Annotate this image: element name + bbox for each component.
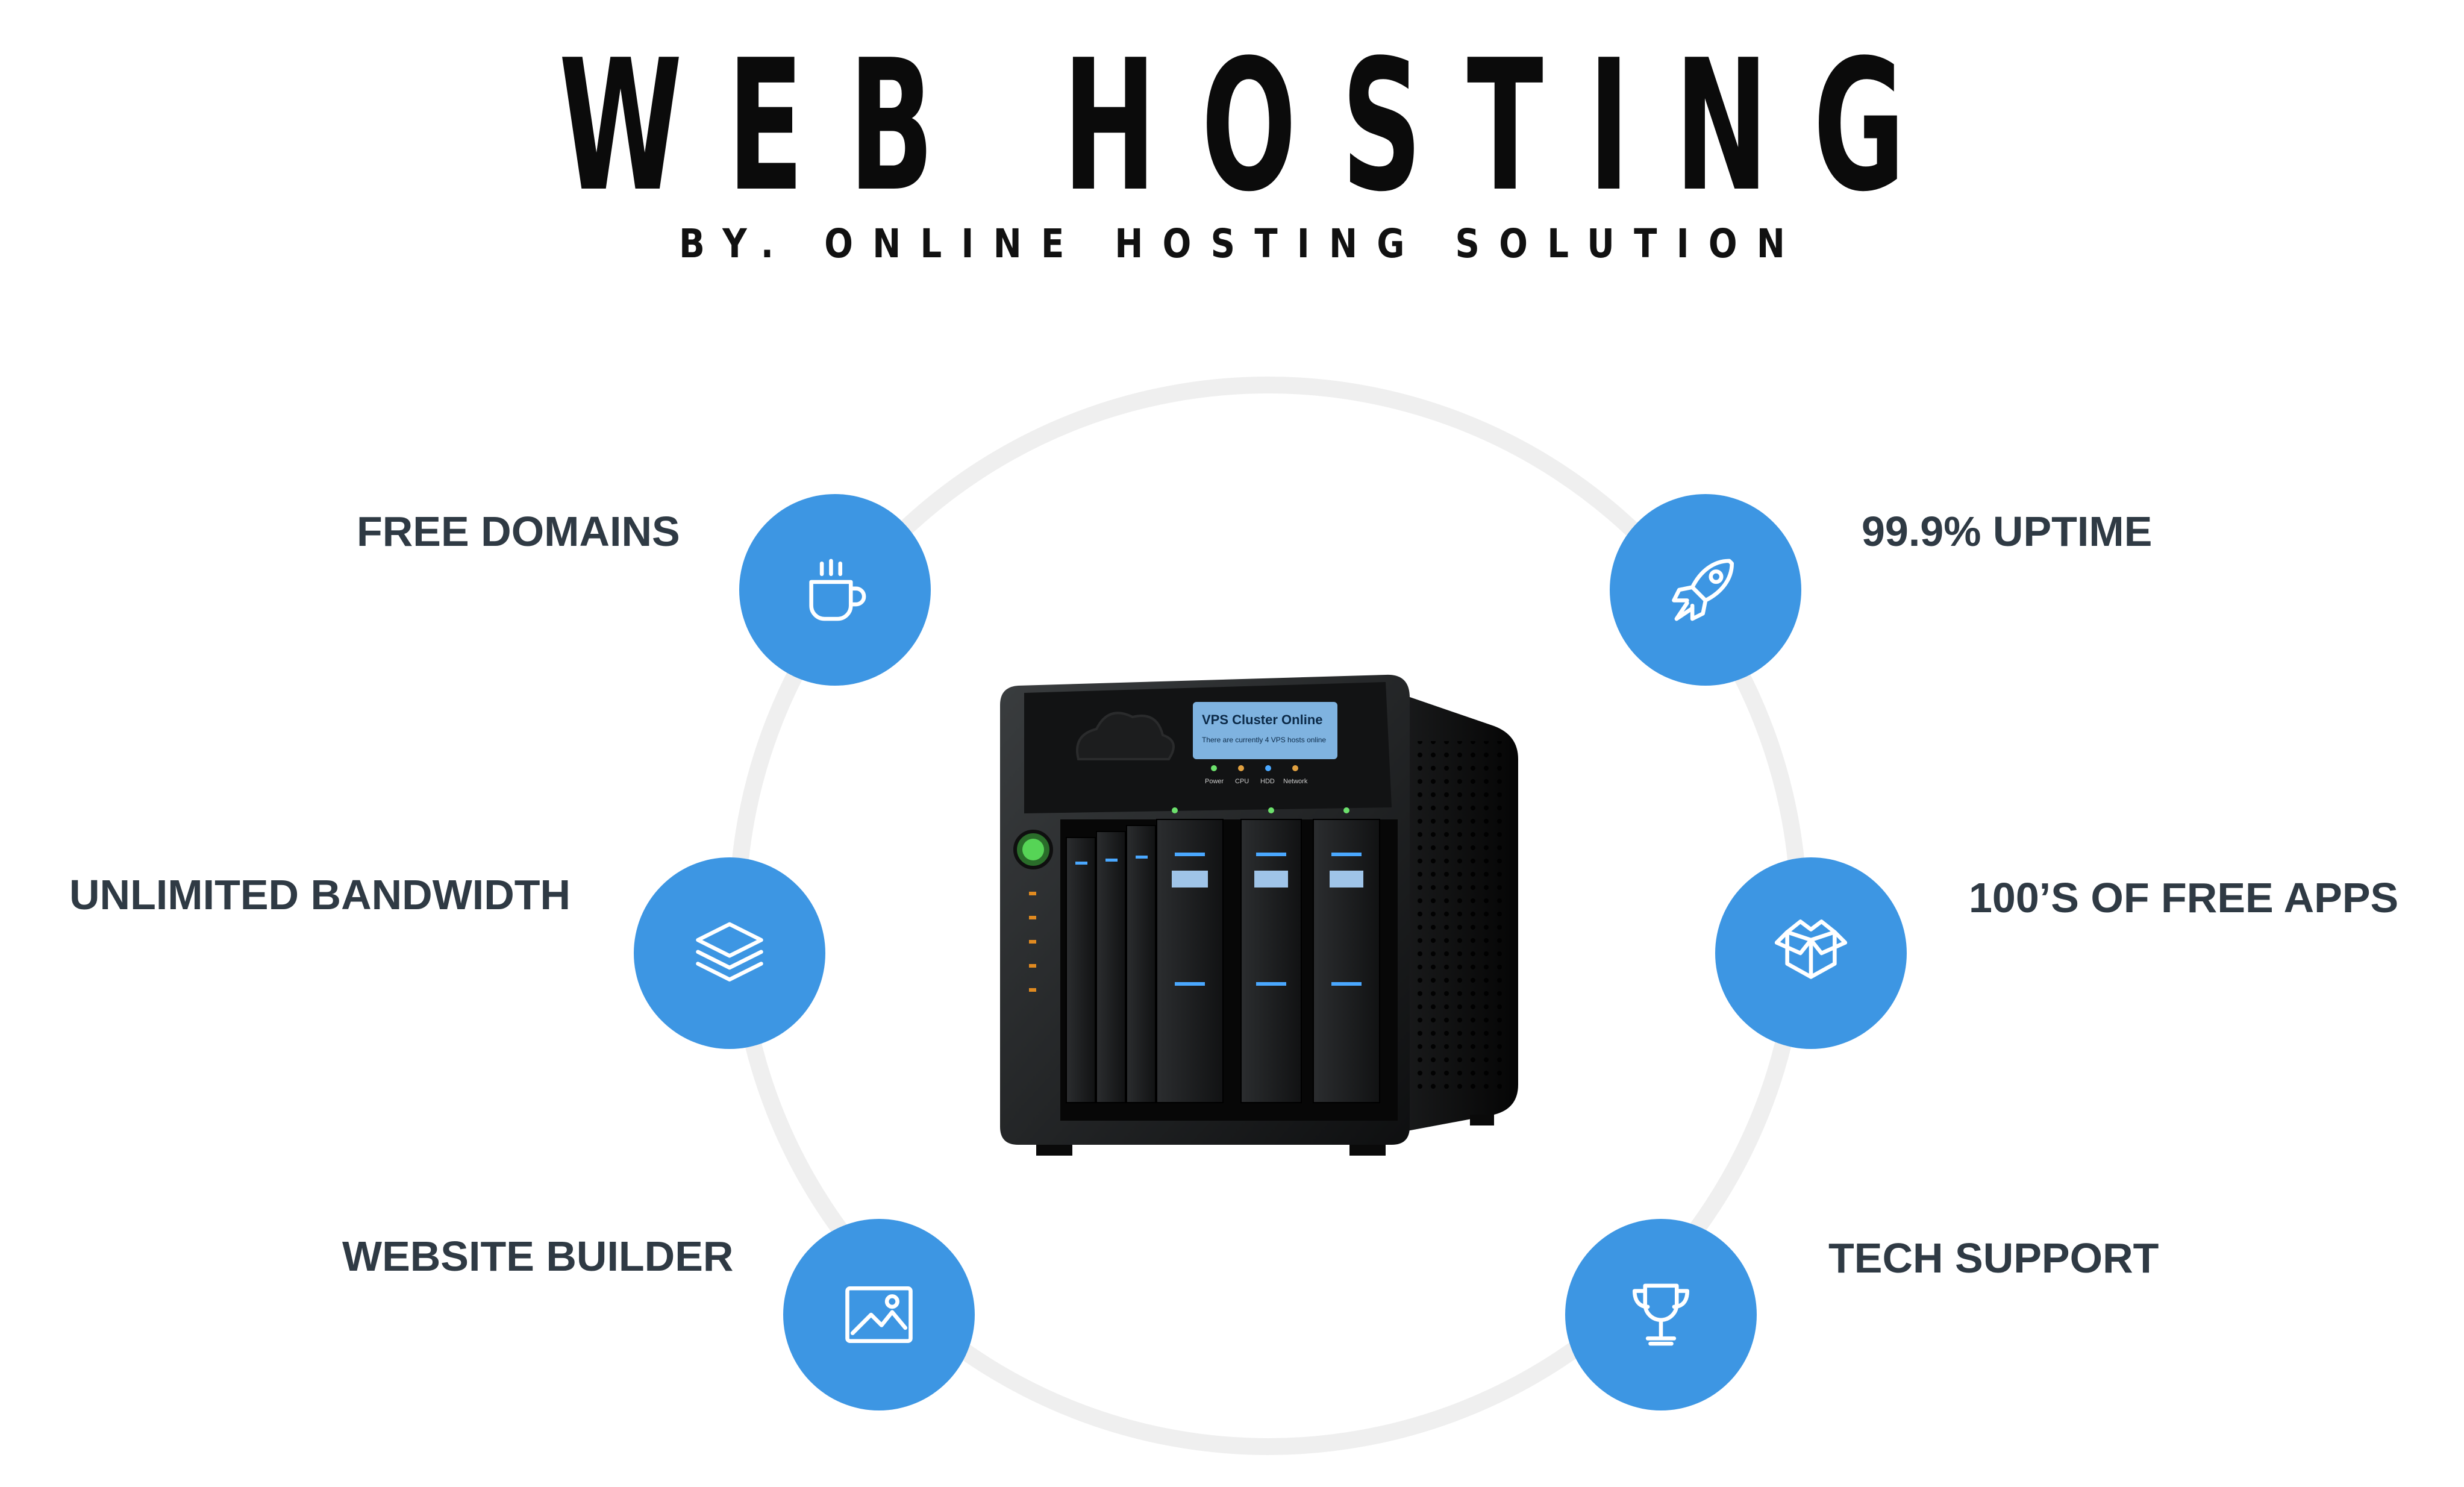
page-title: WEB HOSTING bbox=[558, 21, 1950, 231]
server-image: VPS Cluster Online There are currently 4… bbox=[976, 669, 1530, 1163]
coffee-cup-icon bbox=[809, 559, 866, 621]
layers-icon bbox=[696, 922, 763, 982]
tech-support-button[interactable] bbox=[1565, 1219, 1757, 1410]
indicator-hdd: HDD bbox=[1260, 778, 1275, 785]
rocket-icon bbox=[1672, 559, 1734, 621]
tech-support-label: TECH SUPPORT bbox=[1828, 1235, 2159, 1282]
image-icon bbox=[845, 1286, 913, 1344]
website-builder-label: WEBSITE BUILDER bbox=[342, 1233, 734, 1280]
indicator-cpu: CPU bbox=[1235, 778, 1249, 785]
uptime-button[interactable] bbox=[1610, 494, 1801, 686]
indicator-network: Network bbox=[1283, 778, 1308, 785]
box-icon bbox=[1774, 919, 1848, 979]
unlimited-bandwidth-button[interactable] bbox=[634, 857, 825, 1049]
page-subtitle: BY. ONLINE HOSTING SOLUTION bbox=[679, 221, 1805, 267]
unlimited-bandwidth-label: UNLIMITED BANDWIDTH bbox=[69, 871, 571, 918]
indicator-power: Power bbox=[1205, 778, 1224, 785]
uptime-label: 99.9% UPTIME bbox=[1862, 508, 2153, 555]
free-domains-label: FREE DOMAINS bbox=[357, 508, 680, 555]
trophy-icon bbox=[1632, 1283, 1690, 1346]
free-apps-label: 100’S OF FREE APPS bbox=[1969, 874, 2399, 921]
server-illustration: VPS Cluster Online There are currently 4… bbox=[1000, 674, 1518, 1156]
website-builder-button[interactable] bbox=[783, 1219, 975, 1410]
screen-text: There are currently 4 VPS hosts online bbox=[1202, 736, 1326, 744]
free-domains-button[interactable] bbox=[739, 494, 931, 686]
free-apps-button[interactable] bbox=[1715, 857, 1907, 1049]
screen-title: VPS Cluster Online bbox=[1202, 712, 1323, 727]
